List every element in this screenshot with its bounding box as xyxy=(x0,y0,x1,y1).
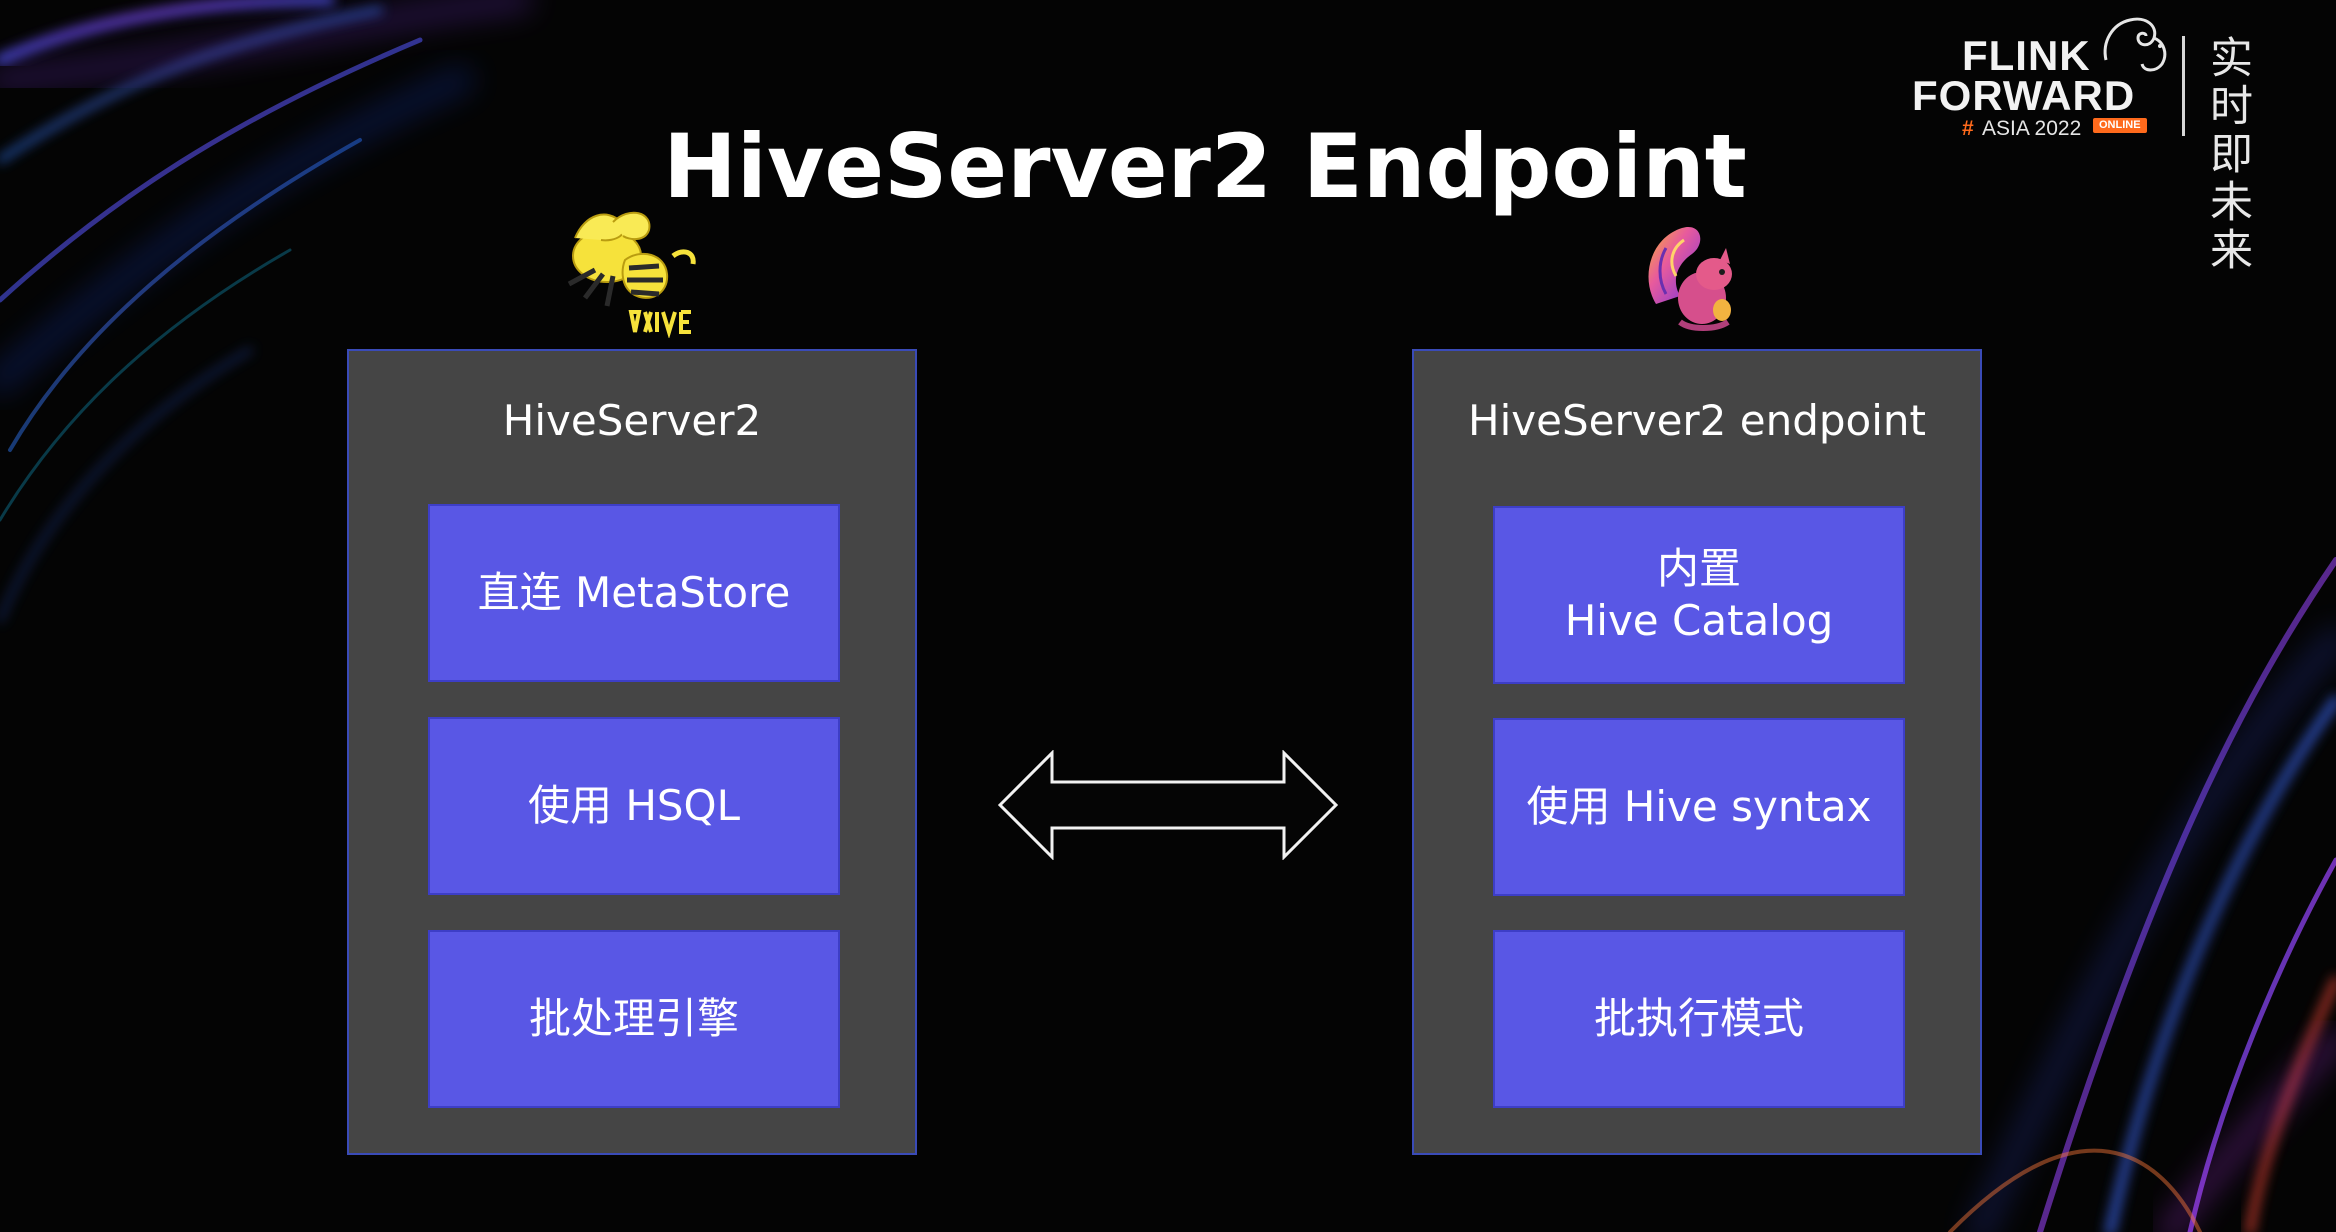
hiveserver2-endpoint-panel: HiveServer2 endpoint 内置 Hive Catalog 使用 … xyxy=(1412,349,1982,1155)
online-badge: ONLINE xyxy=(2093,118,2147,133)
feature-box: 使用 HSQL xyxy=(428,717,840,895)
feature-label-line1: 内置 xyxy=(1656,543,1741,593)
logo-divider xyxy=(2182,36,2185,136)
hive-bee-logo-icon xyxy=(567,211,696,338)
feature-label: 使用 HSQL xyxy=(527,780,741,830)
flink-forward-squirrel-outline-icon xyxy=(2103,17,2167,72)
hash-mark: # xyxy=(1962,117,1974,140)
feature-label: 批处理引擎 xyxy=(528,993,739,1043)
panel-title: HiveServer2 xyxy=(502,396,762,445)
slide-title: HiveServer2 Endpoint xyxy=(663,115,1747,218)
flink-forward-logo: FLINK FORWARD # ASIA 2022 ONLINE 实时即未来 xyxy=(1910,17,2330,275)
feature-label: 直连 MetaStore xyxy=(477,567,791,617)
forward-wordmark: FORWARD xyxy=(1912,72,2136,119)
double-headed-arrow-icon xyxy=(998,750,1338,860)
event-name: ASIA 2022 xyxy=(1982,117,2082,140)
feature-box: 批处理引擎 xyxy=(428,930,840,1108)
feature-label: 批执行模式 xyxy=(1593,993,1804,1043)
hiveserver2-panel: HiveServer2 直连 MetaStore 使用 HSQL 批处理引擎 xyxy=(347,349,917,1155)
feature-box: 直连 MetaStore xyxy=(428,504,840,682)
feature-label: 使用 Hive syntax xyxy=(1526,781,1872,831)
feature-box: 内置 Hive Catalog xyxy=(1493,506,1905,684)
feature-box: 批执行模式 xyxy=(1493,930,1905,1108)
panel-title: HiveServer2 endpoint xyxy=(1468,396,1926,445)
right-streaks xyxy=(1948,557,2336,1232)
feature-box: 使用 Hive syntax xyxy=(1493,718,1905,896)
flink-squirrel-logo-icon xyxy=(1648,226,1732,331)
slogan: 实时即未来 xyxy=(2210,34,2253,276)
flink-wordmark: FLINK xyxy=(1962,32,2091,79)
feature-label-line2: Hive Catalog xyxy=(1564,596,1834,645)
left-streaks xyxy=(0,0,533,623)
